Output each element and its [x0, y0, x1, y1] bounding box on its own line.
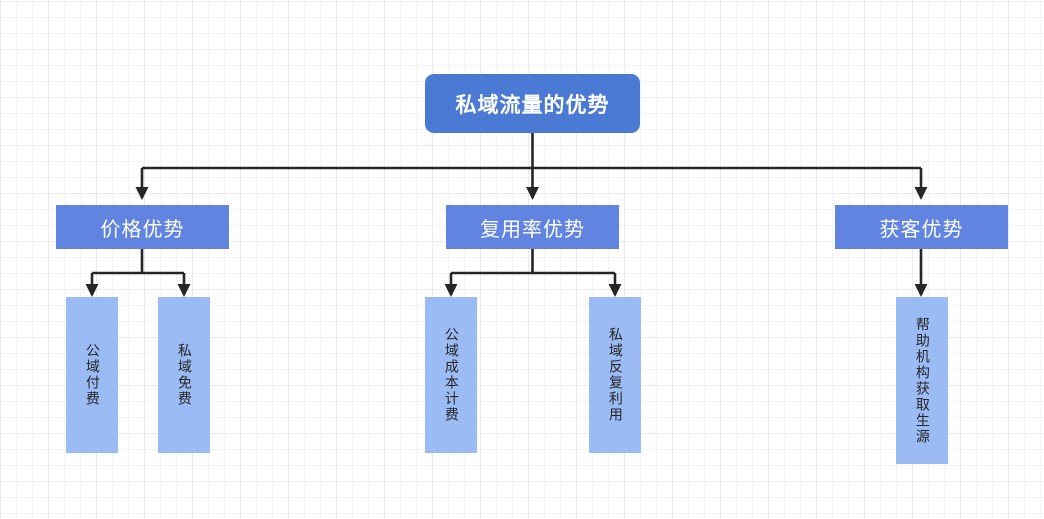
node-branch-acquire[interactable]: 获客优势 [835, 205, 1008, 249]
node-leaf-public-cost-label: 公域成本计费 [443, 327, 460, 423]
node-branch-reuse-label: 复用率优势 [480, 218, 585, 241]
node-branch-price-label: 价格优势 [100, 218, 185, 241]
node-branch-price[interactable]: 价格优势 [56, 205, 229, 249]
node-leaf-student-source[interactable]: 帮助机构获取生源 [896, 297, 948, 464]
node-leaf-student-source-label: 帮助机构获取生源 [914, 316, 931, 445]
node-leaf-public-cost[interactable]: 公域成本计费 [425, 297, 477, 453]
node-leaf-public-paid[interactable]: 公域付费 [66, 297, 118, 453]
node-root[interactable]: 私域流量的优势 [425, 74, 640, 133]
node-leaf-public-paid-label: 公域付费 [84, 343, 101, 407]
node-branch-reuse[interactable]: 复用率优势 [446, 205, 619, 249]
node-branch-acquire-label: 获客优势 [879, 218, 964, 241]
node-leaf-private-reuse-label: 私域反复利用 [607, 327, 624, 423]
node-leaf-private-free[interactable]: 私域免费 [158, 297, 210, 453]
node-leaf-private-free-label: 私域免费 [176, 343, 193, 407]
node-root-label: 私域流量的优势 [455, 93, 610, 117]
node-leaf-private-reuse[interactable]: 私域反复利用 [589, 297, 641, 453]
